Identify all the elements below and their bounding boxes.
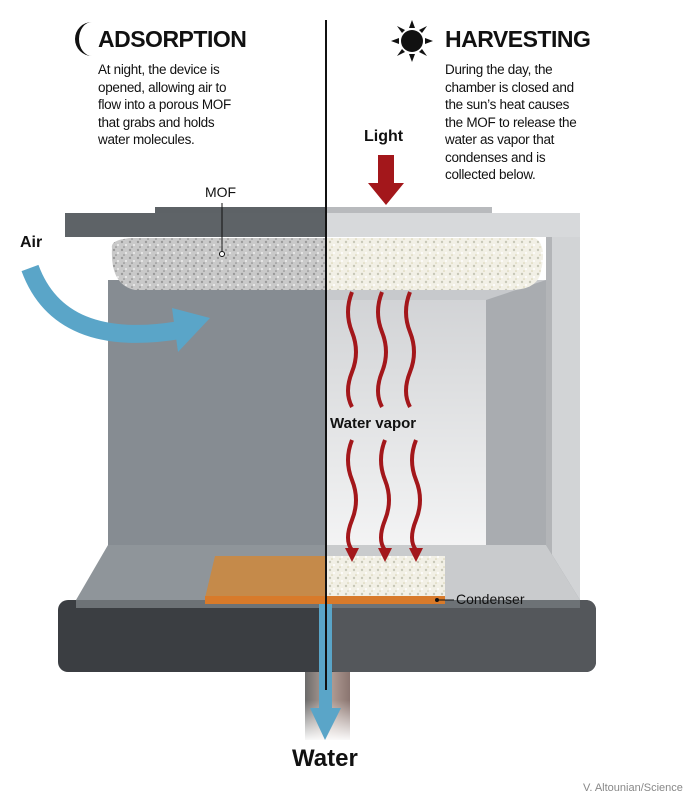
light-label: Light <box>364 128 404 145</box>
image-credit: V. Altounian/Science <box>583 782 683 794</box>
condenser-label: Condenser <box>456 591 525 607</box>
air-arrow-icon <box>21 264 210 352</box>
harvesting-title: HARVESTING <box>445 26 591 52</box>
mof-label: MOF <box>205 184 237 200</box>
chamber-back-wall-night <box>108 280 326 550</box>
water-vapor-arrows <box>346 291 422 552</box>
adsorption-title: ADSORPTION <box>98 26 247 52</box>
mof-layer <box>111 238 544 290</box>
water-vapor-label: Water vapor <box>330 415 417 432</box>
harvesting-description: During the day, the chamber is closed an… <box>445 62 577 182</box>
water-label: Water <box>292 745 358 772</box>
moon-icon <box>75 22 92 56</box>
sun-icon <box>391 20 433 62</box>
adsorption-description: At night, the device is opened, allowing… <box>98 62 231 147</box>
chamber-lid <box>65 207 580 237</box>
light-arrow-icon <box>368 155 404 205</box>
air-label: Air <box>20 234 43 251</box>
